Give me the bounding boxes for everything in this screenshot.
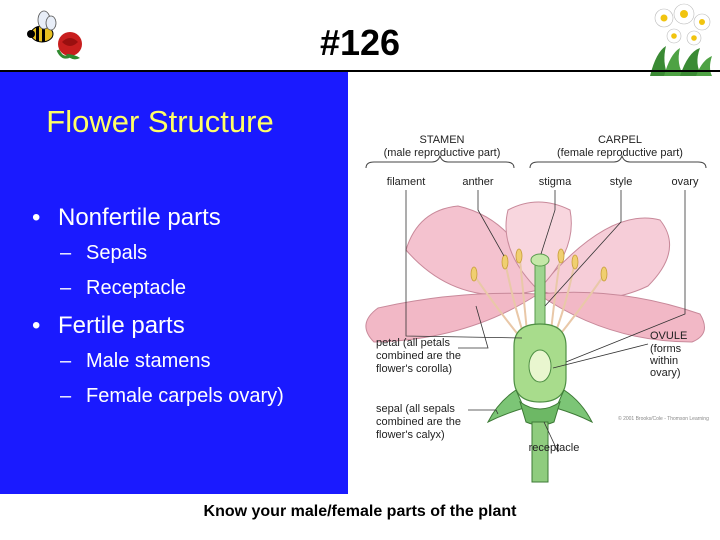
anther-label: anther (462, 176, 494, 188)
ovule (529, 350, 551, 382)
slide-caption: Know your male/female parts of the plant (130, 503, 590, 521)
stamen-label: STAMEN (419, 134, 464, 146)
text-panel: Flower Structure • Nonfertile parts – Se… (0, 72, 348, 494)
sub-bullet-text: Male stamens (86, 350, 211, 372)
list-item: • Fertile parts (30, 312, 348, 340)
petal-label-line1: petal (all petals (376, 337, 450, 349)
ovule-label-line1: OVULE (650, 330, 687, 342)
bullet-icon: • (32, 312, 40, 340)
stigma (531, 254, 549, 266)
bullet-icon: • (32, 204, 40, 232)
dash-icon: – (60, 381, 71, 411)
stamen-sublabel: (male reproductive part) (384, 147, 501, 159)
sub-list-item: – Receptacle (60, 277, 348, 300)
sub-list-item: – Sepals (60, 242, 348, 265)
bullet-text: Fertile parts (58, 312, 185, 339)
list-item: • Nonfertile parts (30, 204, 348, 232)
ovule-label-line3: within (649, 355, 678, 367)
daisies-clipart (646, 2, 714, 78)
sub-bullet-text: Female carpels ovary) (86, 385, 284, 407)
panel-title: Flower Structure (40, 102, 280, 142)
sub-bullet-text: Receptacle (86, 277, 186, 299)
sepal-label-line2: combined are the (376, 416, 461, 428)
sub-bullet-text: Sepals (86, 242, 147, 264)
sub-list-item: – Male stamens (60, 350, 348, 373)
petal-label-line2: combined are the (376, 350, 461, 362)
receptacle-label: receptacle (529, 442, 580, 454)
ovule-label-line2: (forms (650, 343, 682, 355)
style-label: style (610, 176, 633, 188)
flower-diagram: STAMEN (male reproductive part) CARPEL (… (348, 110, 720, 494)
carpel-sublabel: (female reproductive part) (557, 147, 683, 159)
carpel-label: CARPEL (598, 134, 642, 146)
dash-icon: – (60, 277, 71, 300)
stigma-label: stigma (539, 176, 572, 188)
bee-rose-clipart (22, 4, 92, 66)
sub-list-item: – Female carpels ovary) (60, 381, 296, 411)
dash-icon: – (60, 350, 71, 373)
sepal-left (488, 390, 524, 422)
sepal-label-line1: sepal (all sepals (376, 403, 455, 415)
filament-label: filament (387, 176, 426, 188)
petal-label-line3: flower's corolla) (376, 363, 452, 375)
slide-number: #126 (300, 22, 420, 64)
bullet-list: • Nonfertile parts – Sepals – Receptacle… (30, 204, 348, 423)
ovary-label: ovary (672, 176, 699, 188)
sepal-right (556, 390, 592, 422)
dash-icon: – (60, 242, 71, 265)
ovule-label-line4: ovary) (650, 367, 681, 379)
sepal-label-line3: flower's calyx) (376, 429, 445, 441)
copyright-text: © 2001 Brooks/Cole - Thomson Learning (618, 415, 709, 422)
bullet-text: Nonfertile parts (58, 204, 221, 231)
